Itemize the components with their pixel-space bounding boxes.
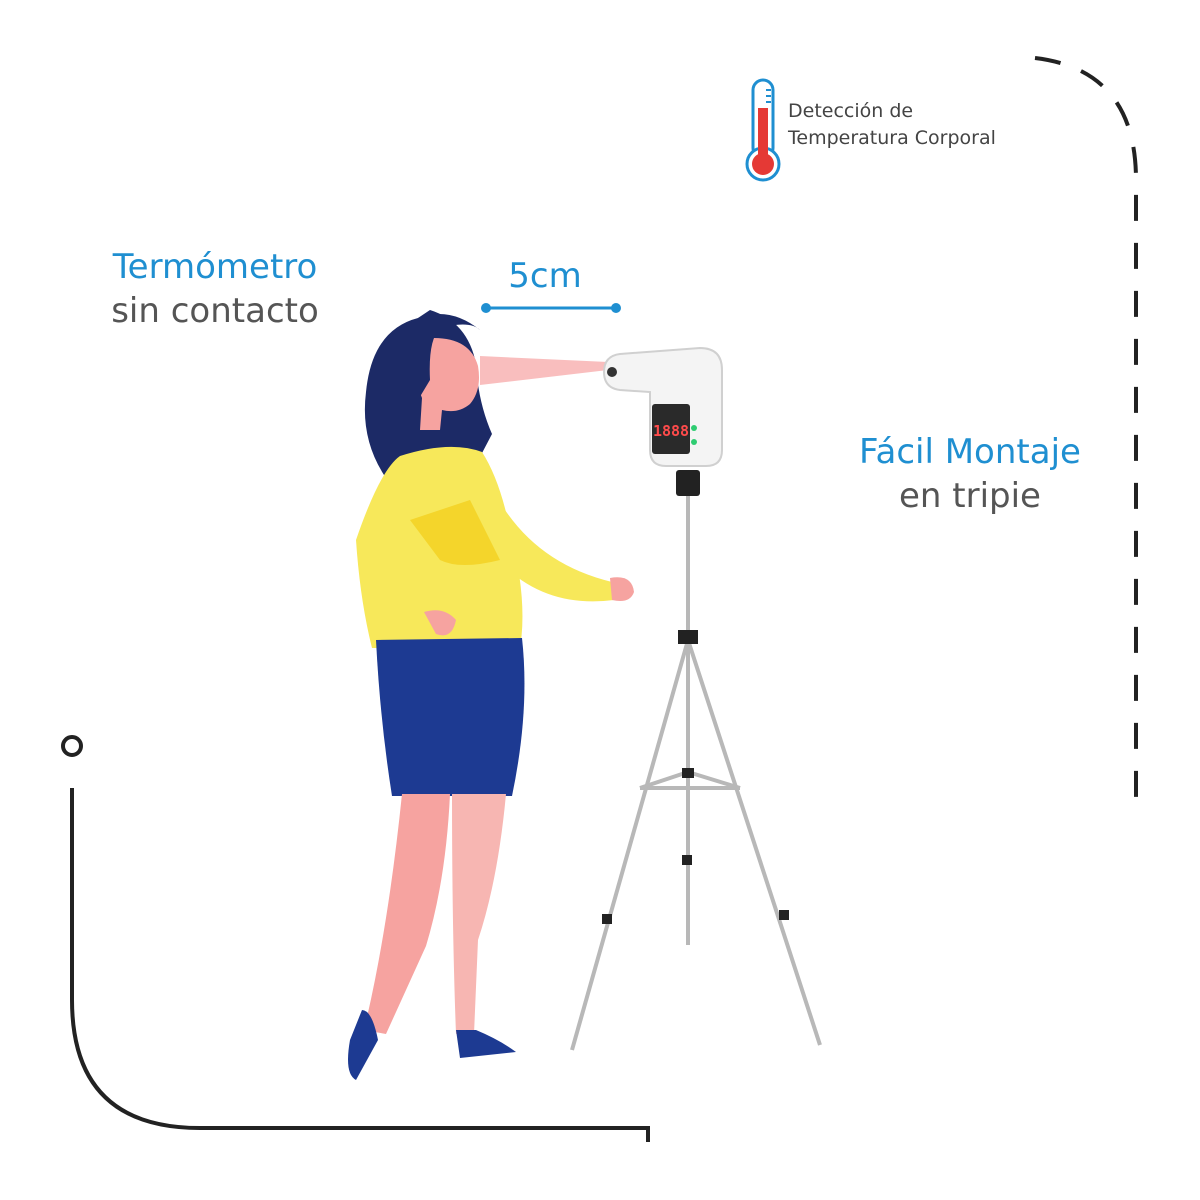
right-title-line2: en tripie: [899, 476, 1041, 516]
shoe-right: [456, 1030, 516, 1058]
face: [418, 338, 479, 430]
badge-line2: Temperatura Corporal: [788, 127, 996, 149]
device-display-readout: 1888: [653, 422, 689, 440]
left-frame-line: [61, 735, 650, 1142]
hand: [610, 577, 634, 601]
thermometer-icon: [745, 78, 781, 182]
left-title-line1: Termómetro: [112, 247, 318, 287]
badge-line1: Detección de: [788, 100, 914, 122]
legs: [364, 794, 450, 1034]
tripod-joints: [602, 470, 789, 924]
right-title-line1: Fácil Montaje: [859, 432, 1081, 472]
left-title-line2: sin contacto: [111, 291, 319, 331]
right-title: Fácil Montaje en tripie: [830, 430, 1110, 518]
woman-figure: [348, 310, 634, 1080]
skirt: [376, 638, 525, 796]
shoe-left: [348, 1010, 378, 1080]
badge-text: Detección de Temperatura Corporal: [788, 98, 996, 152]
infrared-beam: [480, 356, 608, 385]
distance-marker: [481, 303, 621, 313]
right-dashed-frame: [1034, 56, 1138, 808]
distance-label: 5cm: [508, 256, 582, 296]
badge: [745, 78, 781, 182]
thermometer-device: [602, 346, 723, 467]
left-title: Termómetro sin contacto: [60, 245, 370, 333]
tripod: [570, 495, 822, 1051]
